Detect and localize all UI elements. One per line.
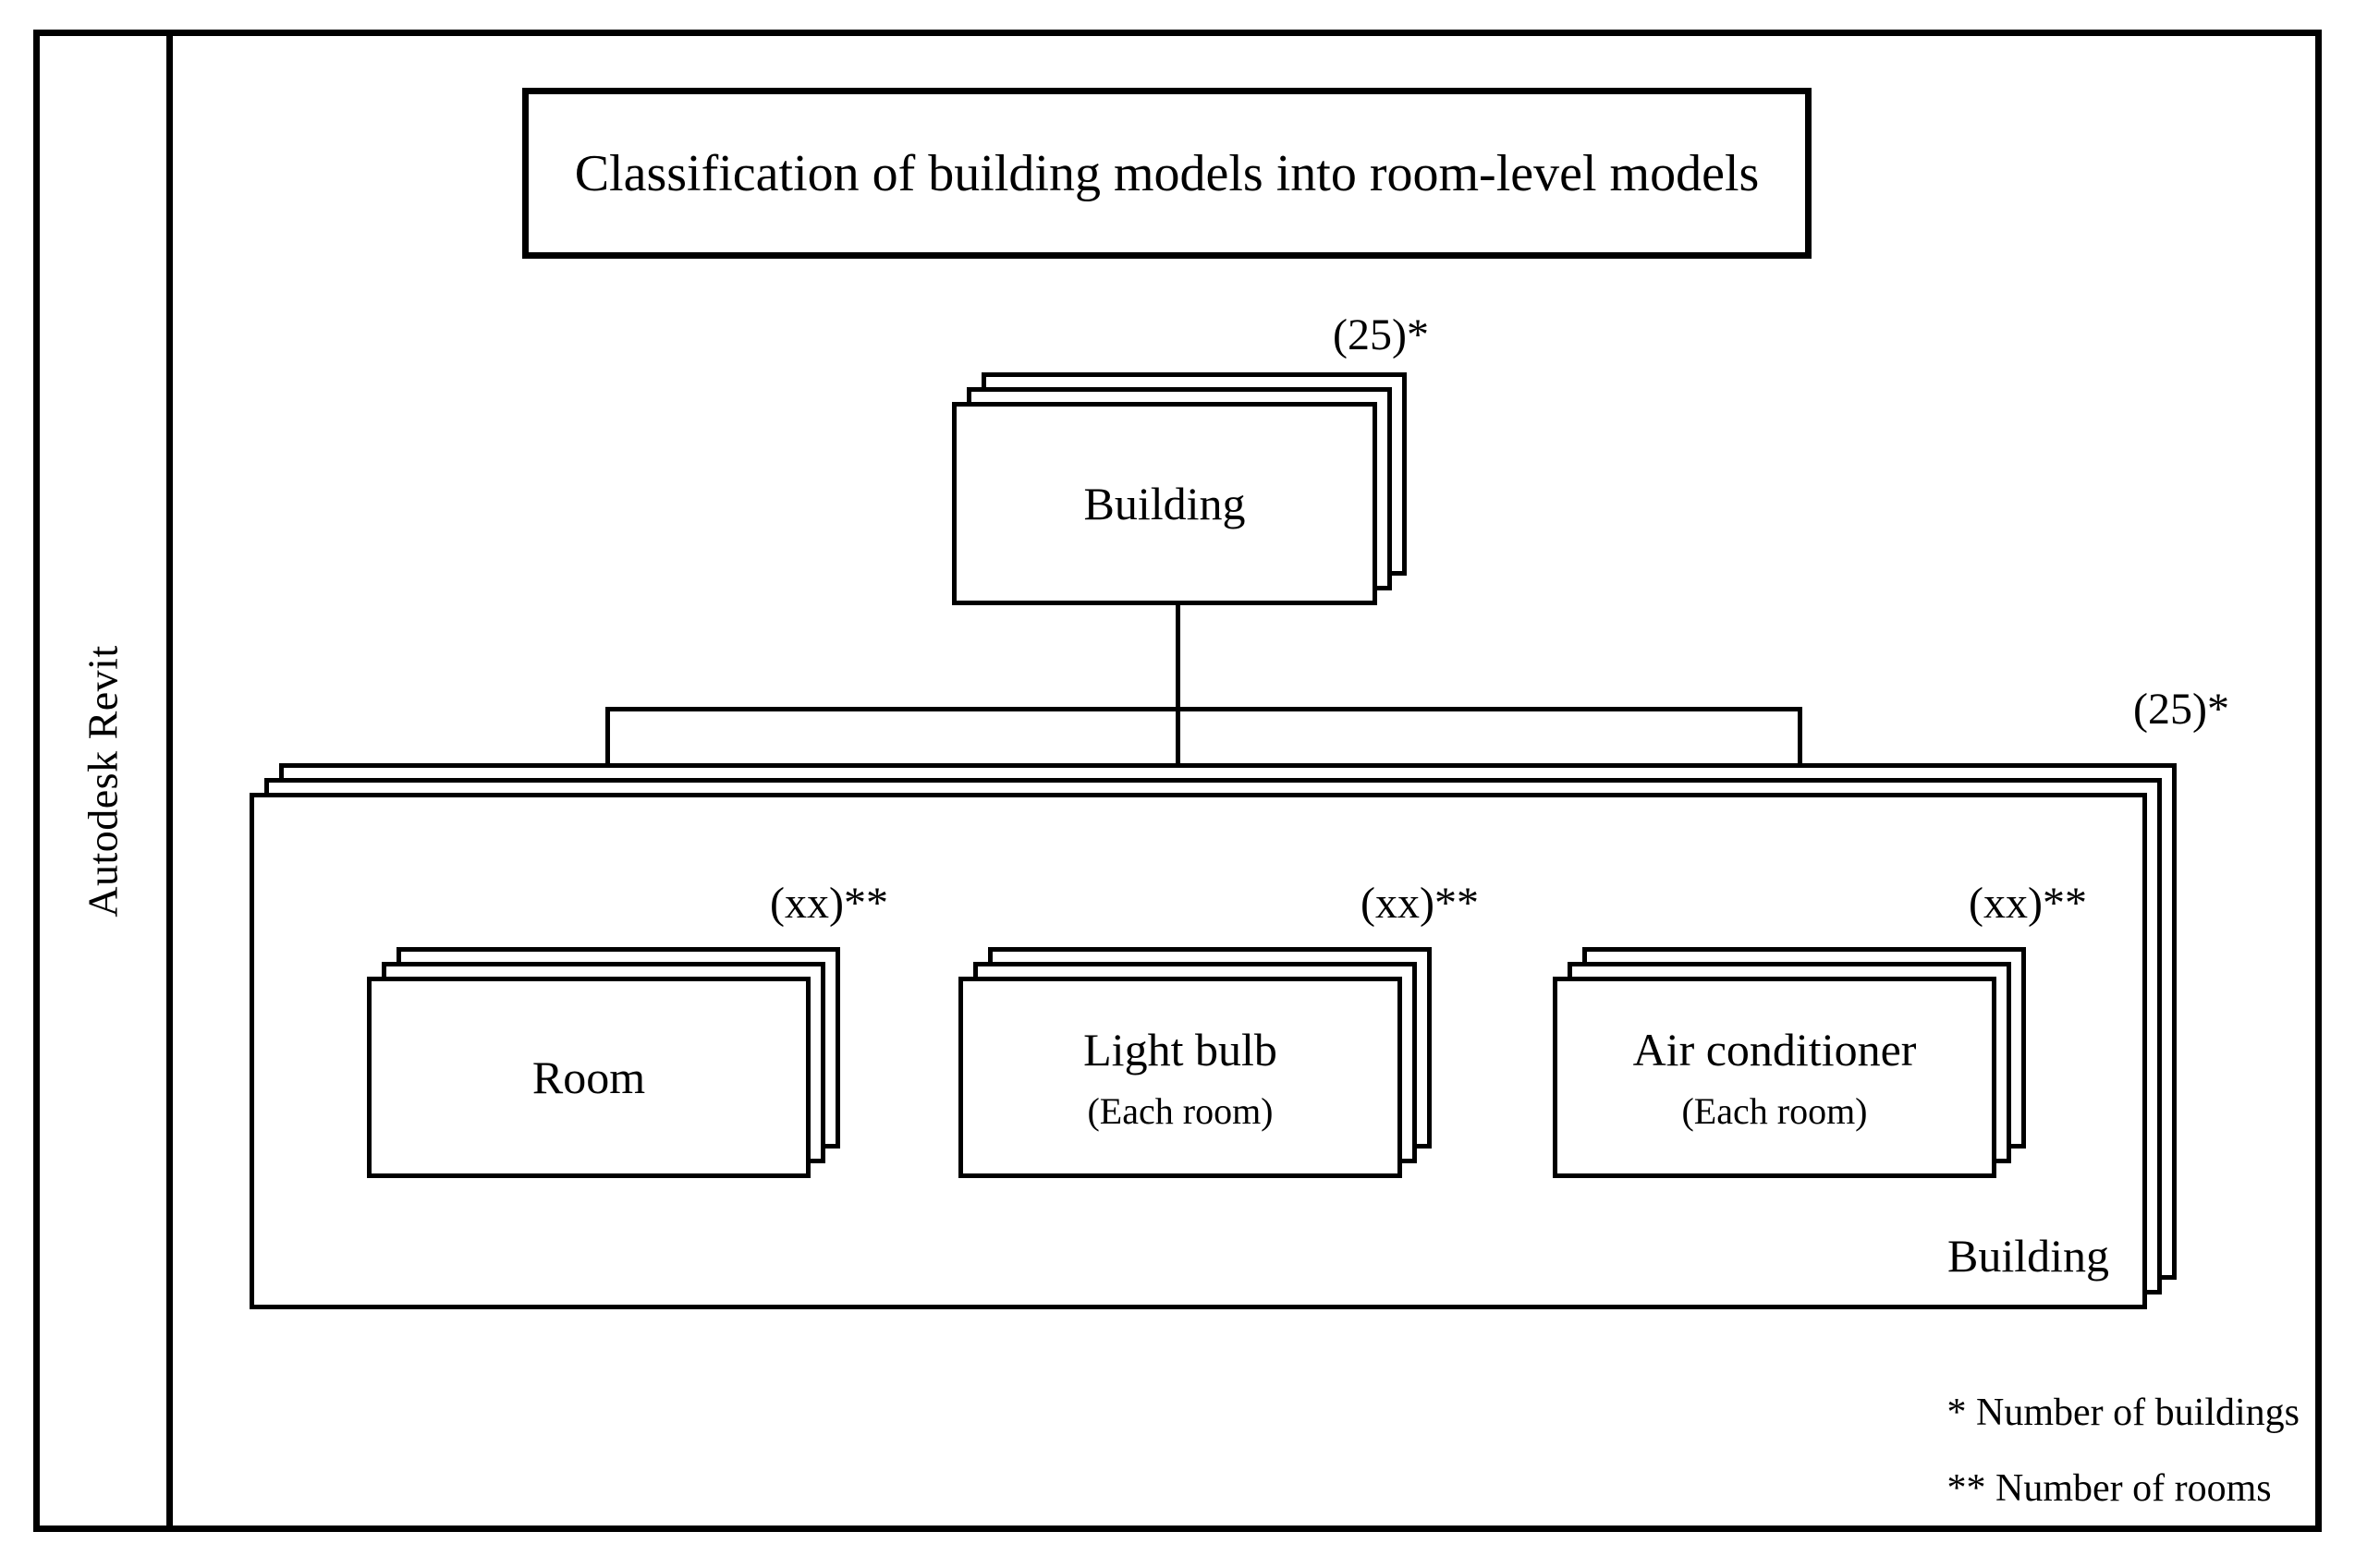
diagram-title-text: Classification of building models into r… xyxy=(574,144,1760,202)
air-conditioner-count-label: (xx)** xyxy=(1969,879,2087,928)
light-bulb-count-label: (xx)** xyxy=(1361,879,1479,928)
frame-divider xyxy=(166,30,173,1532)
light-bulb-layer-front: Light bulb (Each room) xyxy=(958,977,1402,1178)
building-layer-front: Building xyxy=(952,402,1377,605)
connector-trunk xyxy=(1176,605,1180,709)
light-bulb-node-sublabel: (Each room) xyxy=(1087,1089,1274,1132)
building-node-stack: Building xyxy=(952,372,1407,605)
app-label-text: Autodesk Revit xyxy=(79,644,128,918)
footnotes: * Number of buildings ** Number of rooms xyxy=(1947,1391,2300,1511)
connector-distribution-bar xyxy=(605,707,1802,711)
room-node-label: Room xyxy=(531,1051,646,1103)
container-node-label: Building xyxy=(1946,1230,2109,1282)
container-count-label: (25)* xyxy=(2133,685,2229,734)
room-count-label: (xx)** xyxy=(770,879,888,928)
footnote-double-asterisk: ** Number of rooms xyxy=(1946,1467,2272,1510)
light-bulb-node-label: Light bulb xyxy=(1083,1023,1277,1076)
building-node-label: Building xyxy=(1083,478,1246,529)
diagram-title-box: Classification of building models into r… xyxy=(522,88,1812,259)
app-label: Autodesk Revit xyxy=(33,30,173,1532)
air-conditioner-node-sublabel: (Each room) xyxy=(1681,1089,1868,1132)
room-layer-front: Room xyxy=(367,977,811,1178)
air-conditioner-node-stack: Air conditioner (Each room) xyxy=(1553,947,2026,1178)
building-count-label: (25)* xyxy=(1333,310,1429,359)
air-conditioner-layer-front: Air conditioner (Each room) xyxy=(1553,977,1996,1178)
light-bulb-node-stack: Light bulb (Each room) xyxy=(958,947,1432,1178)
room-node-stack: Room xyxy=(367,947,840,1178)
air-conditioner-node-label: Air conditioner xyxy=(1632,1023,1917,1076)
footnote-single-asterisk: * Number of buildings xyxy=(1946,1392,2300,1434)
